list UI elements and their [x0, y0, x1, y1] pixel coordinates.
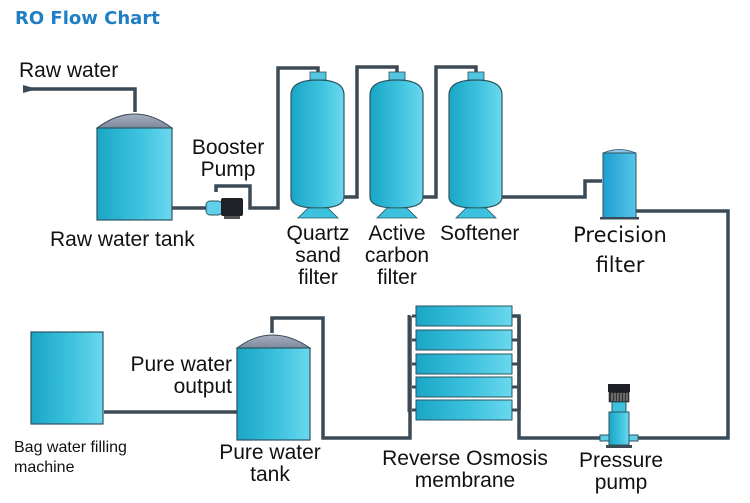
softener-vessel — [448, 71, 503, 219]
membrane-tube — [415, 329, 513, 351]
pipe-softener-precision — [500, 179, 602, 199]
pressure-pump — [599, 384, 639, 448]
label-bag-water-filling-machine: Bag water filling machine — [14, 439, 127, 476]
label-active-carbon-filter: Active carbon filter — [364, 222, 430, 289]
pure-water-tank — [235, 334, 312, 441]
pipe-booster-quartz — [214, 66, 320, 210]
label-raw-water-tank: Raw water tank — [50, 228, 195, 251]
pipe-quartz-carbon — [343, 65, 399, 199]
chart-title: RO Flow Chart — [15, 8, 160, 29]
bag-water-filling-machine — [30, 331, 104, 425]
label-precision-filter: Precision filter — [573, 223, 667, 277]
label-quartz-sand-filter: Quartz sand filter — [286, 222, 350, 289]
pipe-raw-inlet — [25, 87, 137, 112]
arrow-right-icon — [23, 85, 37, 93]
pipe-membrane-puretank — [270, 316, 412, 440]
pipe-precision-pump — [636, 209, 730, 440]
label-pure-water-output: Pure water output — [130, 353, 232, 398]
pipe-carbon-softener — [422, 65, 478, 199]
precision-filter-vessel — [600, 149, 639, 220]
membrane-tube — [415, 305, 513, 327]
membrane-headers — [407, 314, 519, 412]
booster-pump — [205, 198, 243, 219]
label-pressure-pump: Pressure pump — [578, 449, 664, 494]
label-ro-membrane: Reverse Osmosis membrane — [382, 447, 548, 492]
membrane-tube — [415, 376, 513, 398]
membrane-tube — [415, 399, 513, 421]
label-softener: Softener — [440, 222, 520, 245]
label-pure-water-tank: Pure water tank — [219, 441, 321, 486]
label-booster-pump: Booster Pump — [191, 136, 265, 181]
quartz-sand-filter-vessel — [290, 71, 345, 219]
raw-water-tank — [95, 113, 174, 221]
active-carbon-filter-vessel — [369, 71, 424, 219]
ro-membrane-array — [407, 305, 519, 421]
pipe-pump-membrane — [512, 314, 600, 440]
label-raw-water: Raw water — [19, 59, 119, 82]
membrane-tube — [415, 353, 513, 375]
